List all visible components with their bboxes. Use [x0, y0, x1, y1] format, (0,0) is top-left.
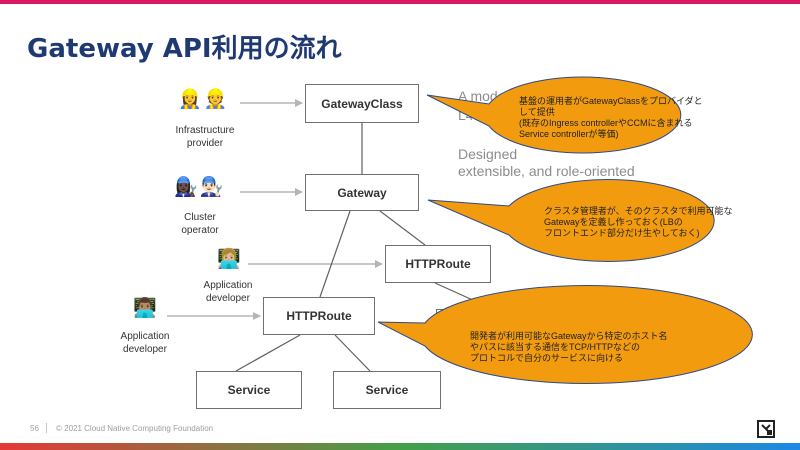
background-text-line-3: Designed: [458, 146, 518, 162]
httproute-upper-node: HTTPRoute: [385, 245, 491, 283]
application-developer-1-label: Application developer: [203, 280, 253, 304]
infrastructure-provider-icon: 👷‍♀️👷: [178, 89, 230, 110]
callout-gateway-text: クラスタ管理者が、そのクラスタで利用可能な Gatewayを定義し作っておく(L…: [544, 206, 733, 238]
line-gateway-to-httproute-lower: [319, 210, 351, 298]
cncf-logo-icon: [757, 420, 775, 438]
infrastructure-provider-label: Infrastructure provider: [175, 125, 235, 149]
background-text-line-4: extensible, and role-oriented: [458, 163, 635, 179]
callout-httproute-text: 開発者が利用可能なGatewayから特定のホスト名 やパスに該当する通信をTCP…: [470, 331, 668, 363]
application-developer-2-label: Application developer: [120, 331, 170, 355]
service-middle-node: Service: [333, 371, 441, 409]
service-left-node: Service: [196, 371, 302, 409]
cluster-operator-icon: 👩🏿‍🔧👨🏻‍🔧: [174, 177, 226, 198]
cluster-operator-label: Cluster operator: [181, 212, 219, 236]
top-accent-bar: [0, 0, 800, 4]
copyright-text: © 2021 Cloud Native Computing Foundation: [56, 424, 214, 433]
application-developer-2-icon: 👨🏽‍💻: [133, 298, 159, 319]
slide-title: Gateway API利用の流れ: [27, 34, 342, 64]
footer-separator: [46, 423, 47, 433]
line-gateway-to-httproute-upper: [379, 210, 426, 246]
application-developer-1-icon: 👩🏼‍💻: [217, 249, 243, 270]
page-number: 56: [30, 424, 39, 433]
bottom-accent-bar: [0, 443, 800, 450]
callout-httproute-balloon: [377, 285, 753, 384]
callout-gateway-balloon: [427, 179, 715, 262]
line-httproute-lower-to-service-left: [235, 334, 301, 372]
line-httproute-lower-to-service-middle: [334, 334, 371, 372]
httproute-lower-node: HTTPRoute: [263, 297, 375, 335]
gateway-node: Gateway: [305, 174, 419, 211]
callout-gatewayclass-balloon: [426, 76, 682, 154]
callout-gatewayclass-text: 基盤の運用者がGatewayClassをプロバイダと して提供 (既存のIngr…: [519, 96, 703, 139]
gatewayclass-node: GatewayClass: [305, 84, 419, 123]
